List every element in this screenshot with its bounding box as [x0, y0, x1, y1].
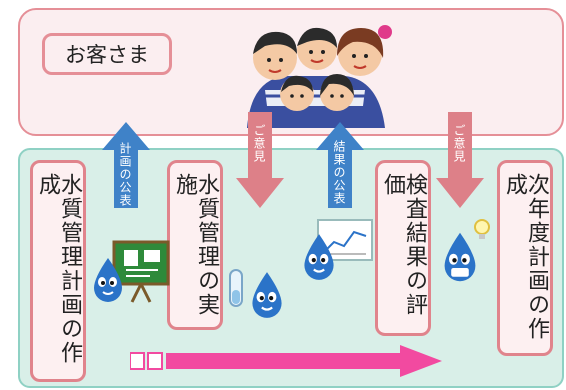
arrow-label-plan-publication: 計画の公表 [118, 142, 132, 207]
step-card-implementation: 水質管理の実施 [167, 160, 223, 330]
step-label: 水質管理計画の作成 [35, 173, 82, 365]
step-card-evaluation: 検査結果の評価 [375, 160, 431, 336]
progress-arrow [130, 345, 442, 377]
step-label: 水質管理の実施 [172, 173, 219, 317]
water-drop-mascot-icon [94, 258, 122, 302]
arrow-label-result-publication: 結果の公表 [332, 140, 346, 205]
step-label: 次年度計画の作成 [502, 173, 549, 341]
up-arrow-result-publication [316, 122, 364, 208]
water-drop-mascot-icon [444, 232, 476, 282]
whiteboard-icon [112, 240, 170, 303]
customer-label: お客さま [42, 33, 172, 75]
water-drop-mascot-icon [252, 272, 282, 318]
down-arrow-opinion [236, 112, 284, 208]
water-drop-mascot-icon [304, 234, 334, 280]
light-bulb-icon [474, 219, 490, 239]
step-card-next-plan: 次年度計画の作成 [497, 160, 553, 356]
arrow-label-opinion: ご意見 [252, 124, 266, 163]
up-arrow-plan-publication [102, 122, 150, 208]
down-arrow-opinion-2 [436, 112, 484, 208]
step-card-plan: 水質管理計画の作成 [30, 160, 86, 382]
test-tube-icon [229, 269, 243, 307]
customer-panel: お客さま [18, 8, 564, 136]
step-label: 検査結果の評価 [380, 173, 427, 317]
family-illustration-icon [247, 25, 392, 128]
arrow-label-opinion-2: ご意見 [452, 124, 466, 163]
